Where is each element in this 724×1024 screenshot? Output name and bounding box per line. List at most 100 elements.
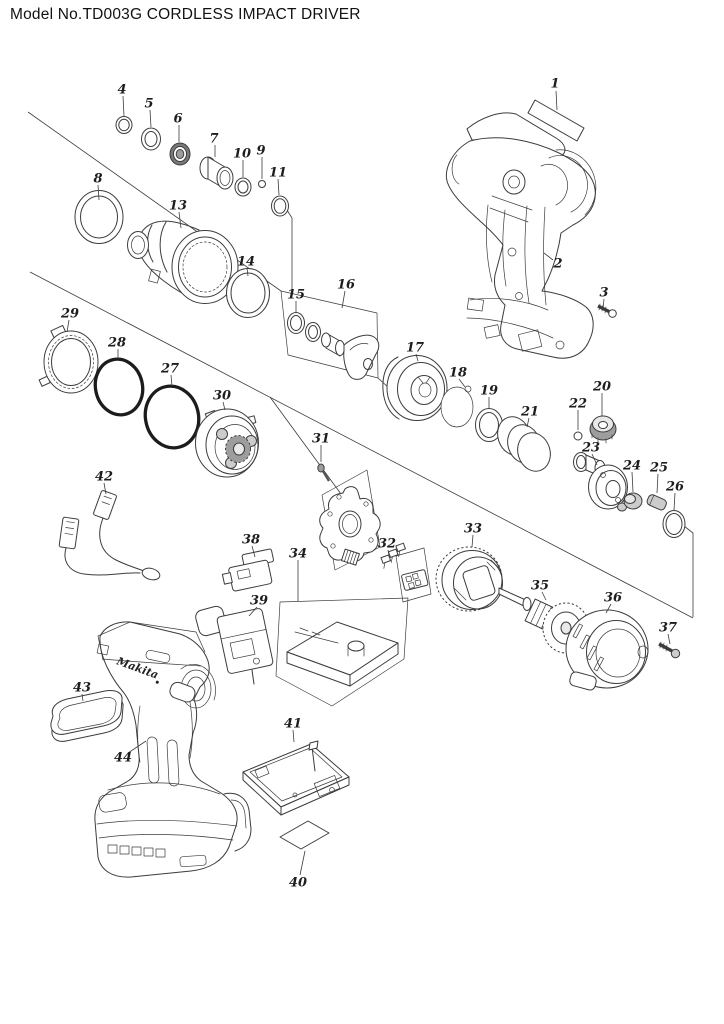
part-9-ball — [258, 180, 266, 188]
part-16-label: 16 — [337, 278, 355, 293]
part-2-leader — [543, 252, 554, 261]
part-30-planetary-gear — [195, 408, 259, 478]
part-25-pin — [646, 494, 667, 511]
part-34-label: 34 — [289, 547, 307, 562]
part-26-ring — [662, 510, 686, 538]
part-5-washer — [141, 127, 161, 151]
part-42-lead-wire — [58, 490, 161, 581]
part-5-label: 5 — [144, 97, 153, 112]
part-33-leader — [471, 534, 474, 548]
part-16-leader — [341, 290, 346, 309]
part-8-label: 8 — [93, 172, 102, 187]
part-14-label: 14 — [237, 255, 255, 270]
part-25-label: 25 — [649, 461, 668, 476]
part-37-leader — [667, 633, 671, 645]
part-35-leader — [541, 591, 547, 601]
part-20-gear — [589, 415, 617, 444]
part-5-leader — [149, 109, 152, 128]
part-36-leader — [605, 603, 612, 614]
part-31-label: 31 — [312, 432, 330, 447]
part-14-ring — [226, 268, 270, 318]
part-31-screw — [317, 463, 331, 482]
part-11-label: 11 — [269, 166, 287, 181]
part-39-label: 39 — [250, 594, 268, 609]
part-18-leader — [458, 378, 466, 388]
part-14-leader — [246, 267, 249, 277]
part-33-stator — [435, 546, 503, 612]
part-30-leader — [222, 401, 226, 411]
part-29-leader — [66, 319, 70, 333]
part-42-label: 42 — [95, 470, 113, 485]
part-1-label: 1 — [550, 77, 559, 92]
part-32-leader — [387, 549, 390, 556]
part-19-label: 19 — [480, 384, 498, 399]
part-40-label: 40 — [289, 876, 307, 891]
part-15-label: 15 — [287, 288, 305, 303]
part-38-leader — [251, 545, 256, 558]
part-23-spindle — [573, 452, 628, 512]
part-44-leader — [127, 740, 147, 754]
part-36-label: 36 — [604, 591, 622, 606]
part-1-nameplate — [527, 99, 585, 142]
part-3-leader — [602, 298, 605, 310]
part-18-label: 18 — [449, 366, 467, 381]
part-18-washer — [440, 385, 474, 428]
part-38-label: 38 — [242, 533, 260, 548]
part-35-label: 35 — [531, 579, 549, 594]
part-7-label: 7 — [209, 132, 218, 147]
part-44-housing-left: Makita — [94, 621, 252, 878]
part-28-o-ring — [93, 357, 145, 417]
part-1-leader — [555, 90, 558, 111]
part-3-screw — [597, 303, 617, 318]
part-13-hammer-case — [127, 220, 239, 304]
part-21-leader — [526, 417, 530, 428]
part-30-label: 30 — [213, 389, 231, 404]
part-43-plate — [50, 690, 124, 742]
part-43-leader — [81, 693, 84, 702]
part-27-leader — [170, 374, 173, 387]
part-22-label: 22 — [568, 397, 587, 412]
part-29-label: 29 — [60, 307, 79, 322]
part-20-label: 20 — [592, 380, 611, 395]
part-41-label: 41 — [284, 717, 302, 732]
part-4-ring — [115, 116, 133, 134]
part-19-ring — [475, 408, 503, 442]
part-2-housing-right — [445, 112, 597, 359]
part-13-leader — [178, 211, 182, 229]
part-11-ring — [271, 195, 289, 217]
page-title: Model No.TD003G CORDLESS IMPACT DRIVER — [10, 6, 361, 23]
part-37-screw — [658, 641, 681, 659]
part-40-leader — [299, 850, 306, 876]
part-8-ring — [74, 190, 124, 244]
part-41-leader — [292, 729, 295, 743]
part-26-label: 26 — [665, 480, 684, 495]
part-9-label: 9 — [256, 144, 265, 159]
part-10-label: 10 — [233, 147, 251, 162]
part-32-terminals — [380, 542, 429, 591]
part-22-ball — [573, 431, 583, 441]
part-23-label: 23 — [581, 441, 600, 456]
part-17-hammer — [382, 355, 448, 421]
part-24-label: 24 — [622, 459, 641, 474]
part-29-ring-gear — [38, 324, 99, 394]
part-4-leader — [122, 95, 125, 117]
part-41-terminal-board — [242, 740, 350, 816]
part-42-leader — [103, 482, 107, 495]
part-26-leader — [673, 492, 676, 511]
part-24-cap — [623, 492, 643, 510]
part-24-leader — [631, 471, 634, 493]
part-6-bearing — [169, 142, 191, 166]
part-39-switch — [195, 605, 274, 685]
part-2-label: 2 — [552, 257, 562, 272]
part-3-label: 3 — [599, 286, 608, 301]
part-8-leader — [97, 184, 100, 201]
part-33-label: 33 — [464, 522, 482, 537]
part-39-leader — [248, 606, 258, 617]
assembly-boxes — [275, 290, 432, 707]
part-34-controller — [286, 621, 399, 687]
part-32-label: 32 — [378, 537, 396, 552]
part-21-spring — [497, 416, 551, 472]
part-44-label: 44 — [114, 751, 132, 766]
part-17-label: 17 — [406, 341, 424, 356]
